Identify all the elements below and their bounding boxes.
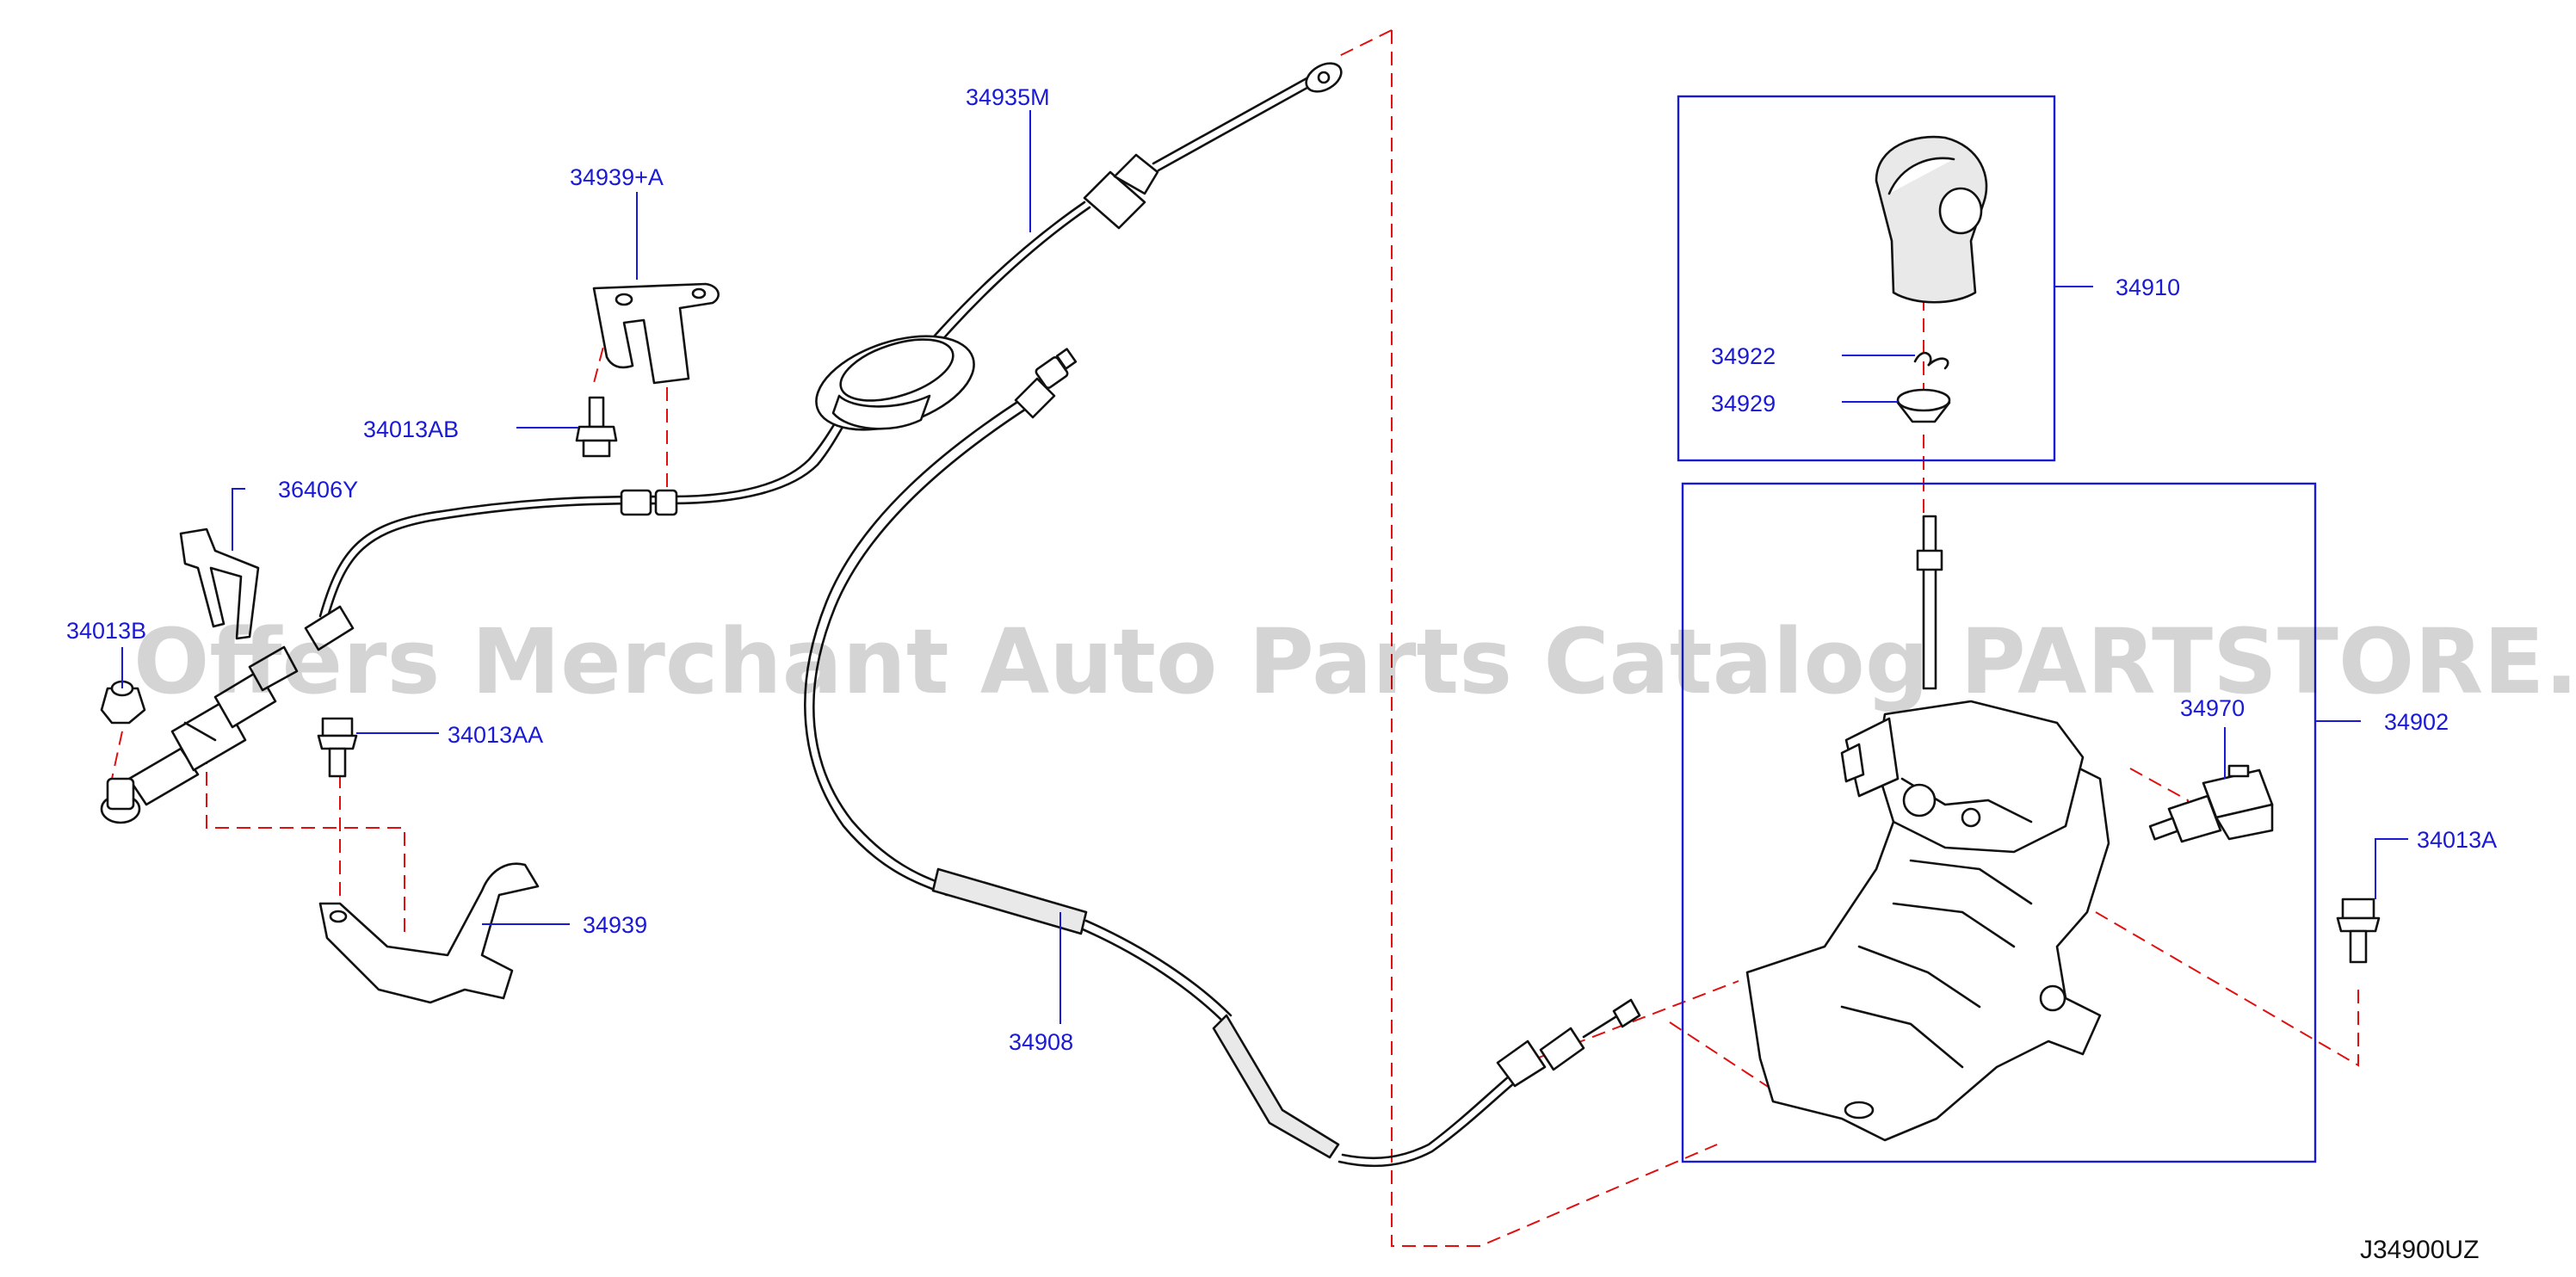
bolt-34013A [2336,898,2381,964]
bolt-34013AA [317,717,358,778]
label-34939[interactable]: 34939 [583,912,647,938]
clip-36406Y [179,527,260,640]
label-34013A[interactable]: 34013A [2417,827,2497,853]
cable-end-assembly [100,645,299,824]
bolt-34013AB [575,396,618,458]
label-34939A[interactable]: 34939+A [570,164,664,190]
label-34922[interactable]: 34922 [1711,343,1776,369]
leader-lines [121,110,2408,1024]
diagram-code: J34900UZ [2360,1236,2479,1264]
shifter-assembly-34902 [1745,515,2110,1142]
cable-34908 [804,348,1641,1168]
cable-34935M [304,62,1343,651]
label-34013B[interactable]: 34013B [66,618,146,644]
label-34929[interactable]: 34929 [1711,391,1776,416]
bracket-34939A [592,282,720,385]
label-36406Y[interactable]: 36406Y [278,477,358,503]
label-34908[interactable]: 34908 [1009,1029,1073,1055]
bracket-34939 [318,862,540,1004]
solenoid-34970 [2148,764,2274,843]
watermark: Offers Merchant Auto Parts Catalog PARTS… [133,609,2576,714]
label-34970[interactable]: 34970 [2180,695,2245,721]
shifter-group-box [1681,482,2317,1163]
label-34013AA[interactable]: 34013AA [448,722,543,748]
bush-34929 [1896,388,1951,423]
label-34910[interactable]: 34910 [2116,275,2180,300]
reference-lines [111,29,2359,1247]
clip-34922 [1913,351,1949,370]
label-34013AB[interactable]: 34013AB [363,416,459,442]
shift-knob-34910 [1875,135,1988,304]
part-labels: 34935M 34939+A 34013AB 36406Y 34013B 340… [66,84,2497,1055]
label-34935M[interactable]: 34935M [966,84,1050,110]
knob-group-box [1677,95,2056,462]
label-34902[interactable]: 34902 [2384,709,2449,735]
